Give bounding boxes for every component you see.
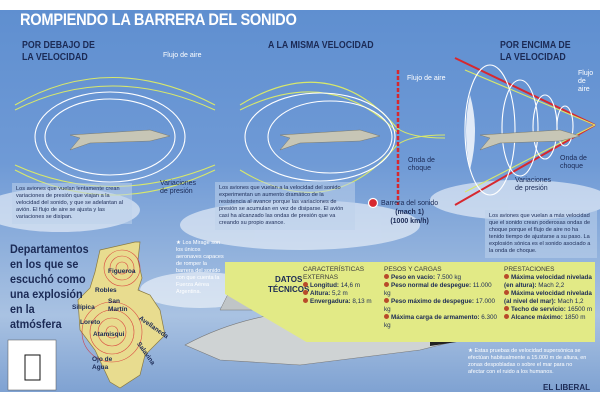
info-box-subsonic: Los aviones que vuelan lentamente crean … (12, 183, 132, 224)
performance-specs: Prestaciones Máxima velocidad nivelada (… (504, 266, 597, 322)
santiago-del-estero-map (7, 241, 166, 391)
pressure-label: Variaciones de presión (160, 180, 197, 195)
sound-barrier-marker-icon (367, 197, 379, 209)
jet-icons (69, 129, 581, 151)
map-label: Robles (95, 287, 117, 294)
infographic: ROMPIENDO LA BARRERA DEL SONIDO (0, 10, 600, 392)
spec-item: Máxima carga de armamento: 6.300 kg (384, 314, 498, 329)
map-label: Atamisqui (93, 331, 125, 338)
shockwave-label: Onda de choque (560, 155, 587, 170)
spec-item: Peso en vacío: 7.500 kg (384, 274, 498, 282)
section-label-sonic: A LA MISMA VELOCIDAD (268, 40, 374, 51)
shockwave-label: Onda de choque (408, 157, 435, 172)
spec-item: Techo de servicio: 16500 m (504, 306, 597, 314)
star-icon: ★ (468, 348, 475, 354)
spec-item: Longitud: 14,6 m (303, 282, 379, 290)
pressure-label: Variaciones de presión (515, 177, 552, 192)
map-label: Figueroa (108, 268, 136, 275)
airflow-label: Flujo de aire (578, 70, 594, 93)
info-box-sonic: Los aviones que vuelan a la velocidad de… (215, 182, 355, 230)
map-label: San Martín (108, 298, 128, 313)
map-label: Silípica (72, 304, 95, 311)
footnote: ★ Estas pruebas de velocidad supersónica… (468, 348, 587, 375)
map-label: Ojo de Agua (92, 356, 113, 371)
airflow-label: Flujo de aire (163, 52, 202, 59)
spec-item: Altura: 5,2 m (303, 290, 379, 298)
spec-item: Máxima velocidad nivelada (al nivel del … (504, 290, 597, 306)
weights-specs: Pesos y cargas Peso en vacío: 7.500 kg P… (384, 266, 498, 329)
airflow-label: Flujo de aire (407, 75, 446, 82)
departments-heading: Departamentos en los que se escuchó como… (10, 242, 89, 331)
sound-barrier-label: Barrera del sonido(mach 1)(1000 km/h) (381, 200, 439, 225)
external-specs: Características externas Longitud: 14,6 … (303, 266, 379, 306)
info-box-supersonic: Los aviones que vuelan a más velocidad q… (485, 210, 597, 258)
star-icon: ★ (176, 240, 183, 246)
mirage-note: ★ Los Mirage son los únicos aeronaves ca… (176, 240, 224, 295)
page-title: ROMPIENDO LA BARRERA DEL SONIDO (20, 10, 297, 29)
spec-item: Máxima velocidad nivelada (en altura): M… (504, 274, 597, 290)
sonic-waves (239, 70, 446, 205)
map-label: Loreto (80, 319, 101, 326)
spec-item: Envergadura: 8,13 m (303, 298, 379, 306)
spec-item: Peso máximo de despegue: 17.000 kg (384, 298, 498, 314)
brand-logo: EL LIBERAL (543, 383, 590, 392)
spec-item: Peso normal de despegue: 11.000 kg (384, 282, 498, 298)
spec-item: Alcance máximo: 1850 m (504, 314, 597, 322)
